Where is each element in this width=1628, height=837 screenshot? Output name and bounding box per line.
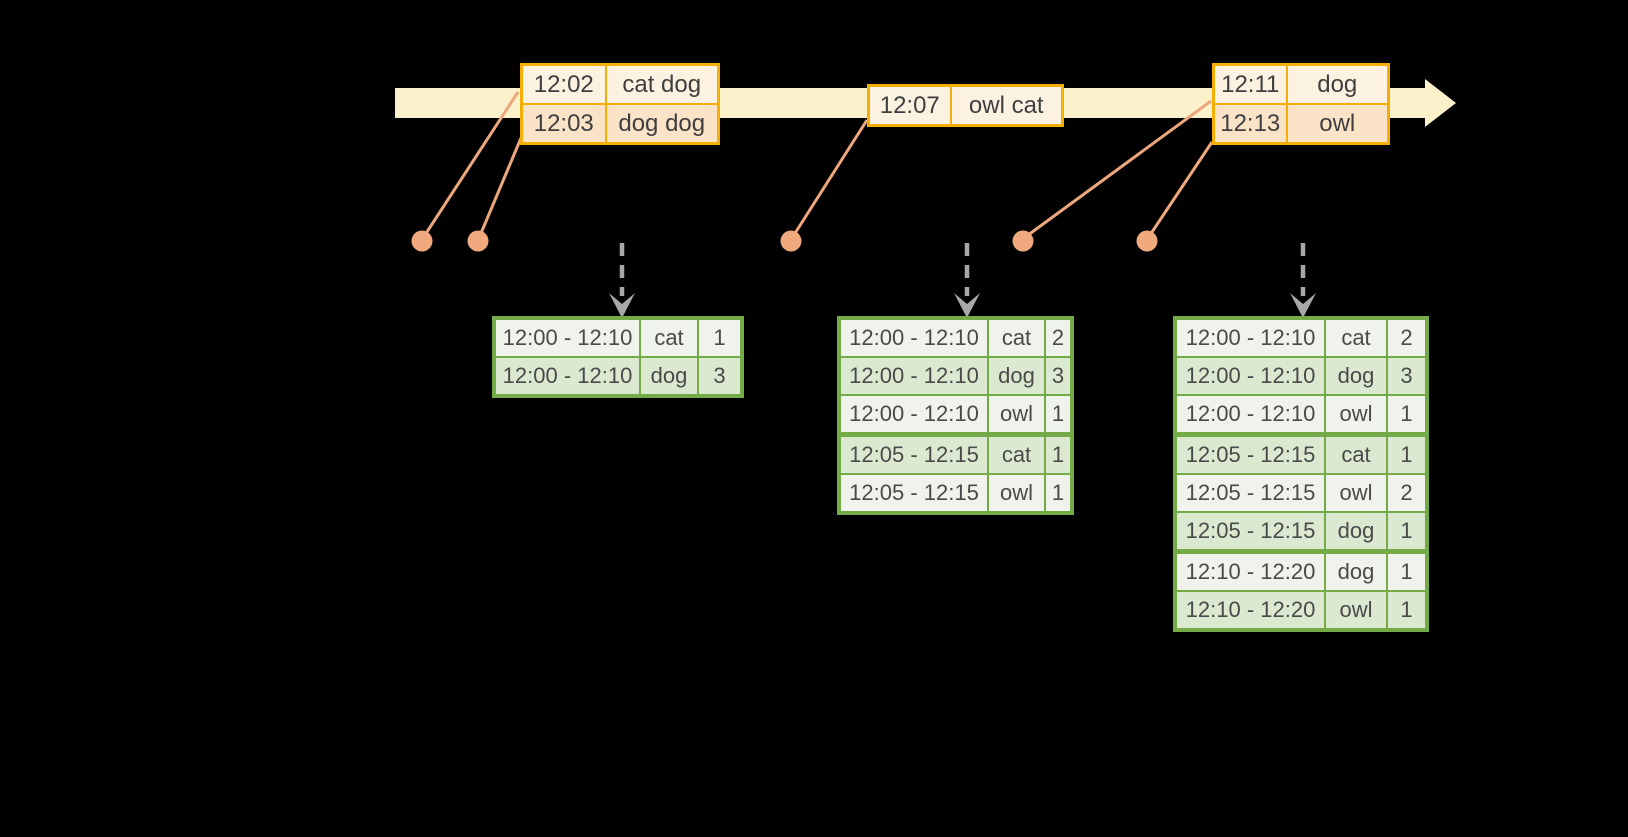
table-cell: dog — [1324, 511, 1388, 553]
connector-dot-icon — [1136, 230, 1158, 252]
table-cell: 12:05 - 12:15 — [1174, 473, 1326, 513]
table-cell: dog dog — [604, 103, 720, 145]
connector-line — [790, 119, 869, 239]
table-cell: owl — [1324, 590, 1388, 631]
connector-dot-icon — [411, 230, 433, 252]
table-cell: dog — [1324, 356, 1388, 396]
table-cell: 2 — [1386, 317, 1428, 358]
table-cell: cat — [639, 317, 699, 358]
connector-line — [421, 91, 520, 239]
connector-dot-icon — [467, 230, 489, 252]
table-cell: cat — [987, 317, 1046, 358]
table-cell: 12:00 - 12:10 — [838, 394, 989, 436]
connector-line — [1146, 141, 1214, 239]
table-cell: 12:07 — [867, 84, 952, 127]
table-cell: 12:05 - 12:15 — [838, 473, 989, 514]
table-cell: cat — [987, 432, 1046, 475]
table-cell: 3 — [1386, 356, 1428, 396]
table-cell: owl — [987, 394, 1046, 436]
connector-line — [1023, 99, 1212, 240]
table-cell: dog — [987, 356, 1046, 396]
table-cell: 1 — [1386, 590, 1428, 631]
table-cell: 12:05 - 12:15 — [1174, 511, 1326, 553]
table-cell: 1 — [1386, 394, 1428, 436]
table-cell: 12:10 - 12:20 — [1174, 590, 1326, 631]
table-cell: 12:00 - 12:10 — [838, 356, 989, 396]
trigger-arrow-icons — [609, 243, 1316, 318]
connector-line — [477, 137, 523, 239]
table-cell: cat — [1324, 432, 1388, 475]
table-cell: owl — [987, 473, 1046, 514]
trigger-arrow-icon — [609, 243, 635, 318]
table-cell: owl — [1324, 394, 1388, 436]
table-cell: 2 — [1044, 317, 1073, 358]
table-cell: 1 — [1386, 432, 1428, 475]
connector-dot-icon — [1012, 230, 1034, 252]
table-cell: owl cat — [949, 84, 1064, 127]
table-cell: 1 — [1044, 432, 1073, 475]
table-cell: 1 — [1386, 549, 1428, 592]
table-cell: 12:13 — [1212, 103, 1288, 145]
table-cell: 12:02 — [520, 63, 607, 105]
table-cell: 3 — [1044, 356, 1073, 396]
table-cell: cat — [1324, 317, 1388, 358]
table-cell: 12:00 - 12:10 — [493, 317, 641, 358]
table-cell: 1 — [1044, 473, 1073, 514]
table-cell: 12:00 - 12:10 — [1174, 317, 1326, 358]
table-cell: 12:05 - 12:15 — [1174, 432, 1326, 475]
table-cell: 1 — [1386, 511, 1428, 553]
table-cell: 1 — [697, 317, 743, 358]
connector-dot-icon — [780, 230, 802, 252]
table-cell: 12:03 — [520, 103, 607, 145]
connector-dot-icons — [411, 230, 1158, 252]
table-cell: 3 — [697, 356, 743, 397]
table-cell: 12:00 - 12:10 — [838, 317, 989, 358]
table-cell: 12:00 - 12:10 — [1174, 356, 1326, 396]
table-cell: cat dog — [604, 63, 720, 105]
table-cell: 12:11 — [1212, 63, 1288, 105]
table-cell: 12:00 - 12:10 — [493, 356, 641, 397]
table-cell: dog — [1285, 63, 1390, 105]
table-cell: dog — [1324, 549, 1388, 592]
table-cell: 12:10 - 12:20 — [1174, 549, 1326, 592]
table-cell: owl — [1285, 103, 1390, 145]
table-cell: dog — [639, 356, 699, 397]
table-cell: owl — [1324, 473, 1388, 513]
table-cell: 2 — [1386, 473, 1428, 513]
trigger-arrow-icon — [1290, 243, 1316, 318]
table-cell: 12:05 - 12:15 — [838, 432, 989, 475]
trigger-arrow-icon — [954, 243, 980, 318]
table-cell: 12:00 - 12:10 — [1174, 394, 1326, 436]
table-cell: 1 — [1044, 394, 1073, 436]
connector-lines — [421, 91, 1214, 240]
